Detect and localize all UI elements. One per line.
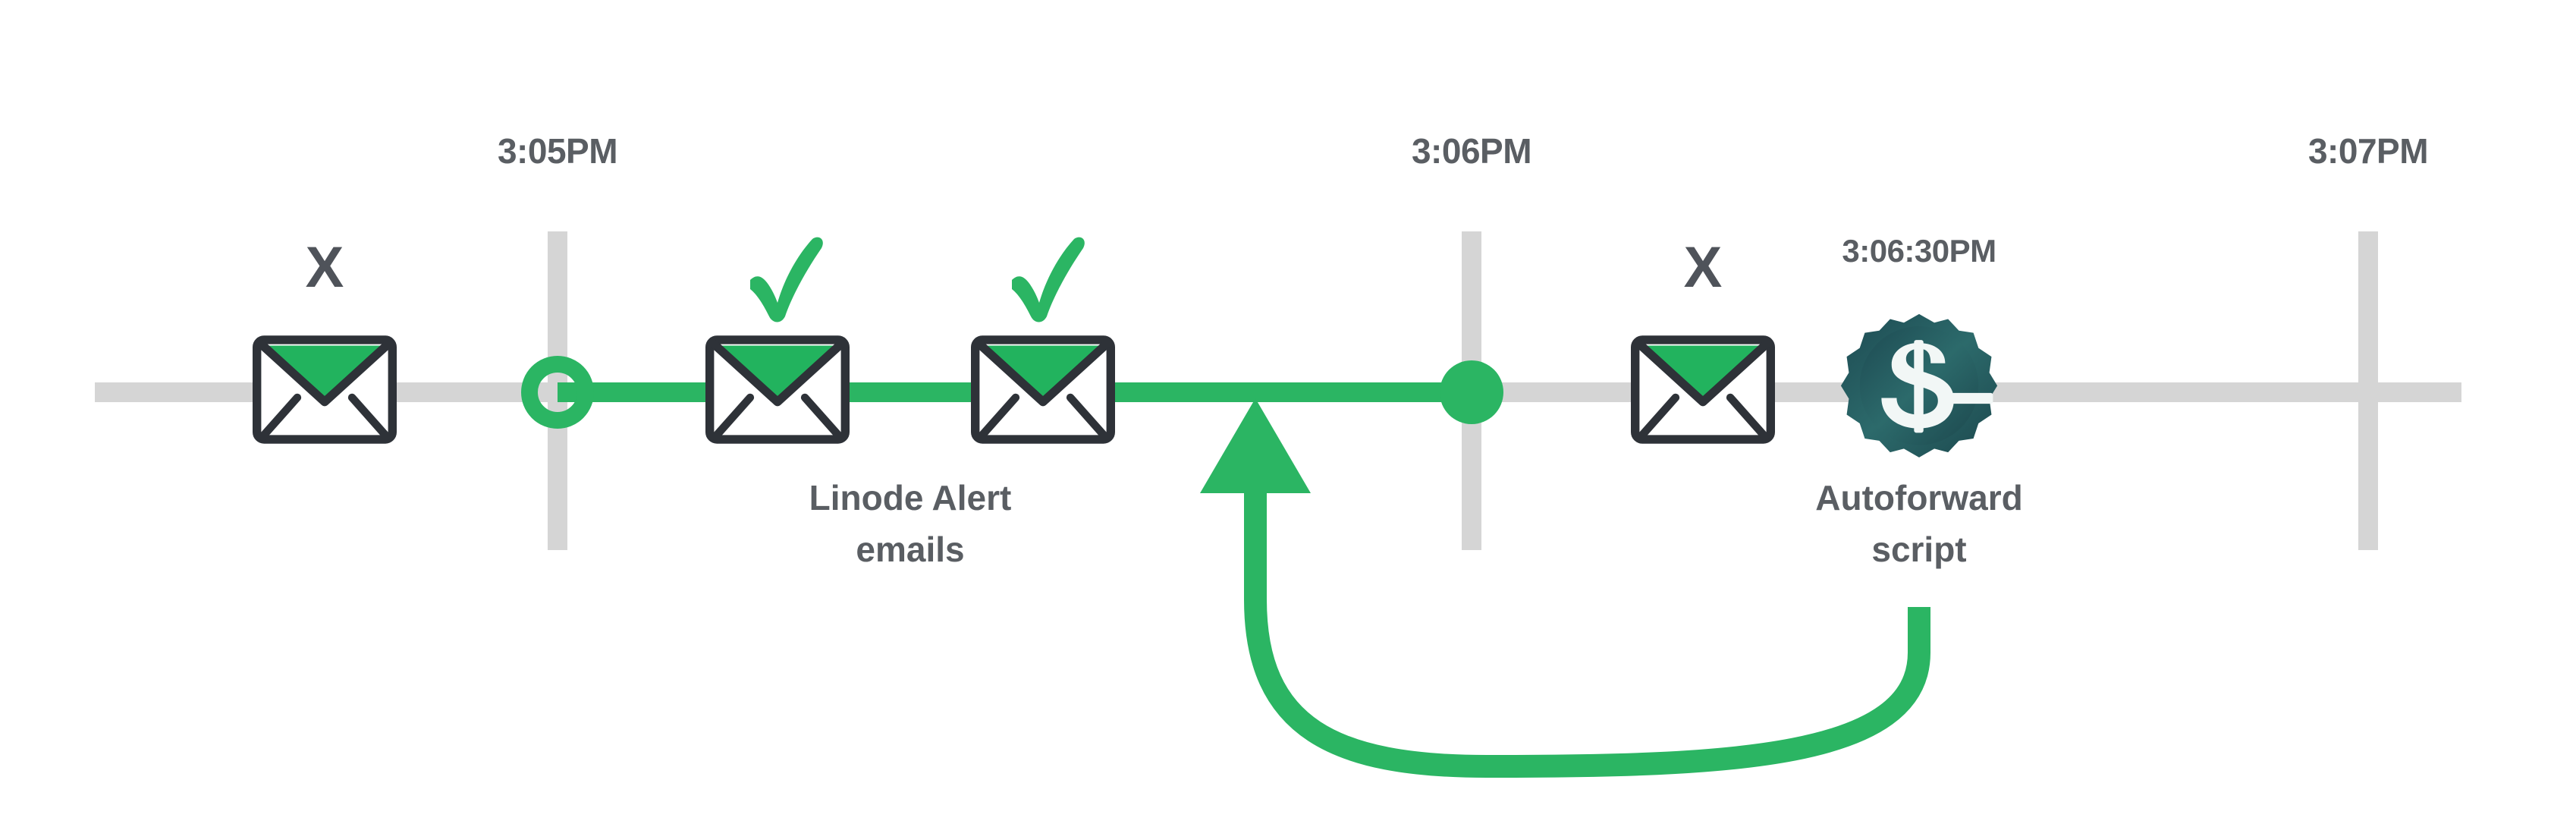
envelope-icon — [710, 340, 846, 439]
script-time-label: 3:06:30PM — [1842, 233, 1996, 269]
label-linode-alert-emails: Linode Alert emails — [809, 478, 1012, 569]
status-mark-envelope-1: X — [306, 235, 344, 300]
x-mark-icon: X — [306, 235, 344, 300]
check-mark-icon — [750, 237, 823, 322]
linode-alert-label-line2: emails — [856, 530, 964, 569]
feedback-arrow-path — [1244, 474, 1930, 778]
gear-script-node[interactable] — [1840, 313, 1998, 458]
time-label-305: 3:05PM — [498, 131, 617, 171]
dot-marker-circle — [1440, 360, 1503, 424]
time-label-307: 3:07PM — [2308, 131, 2428, 171]
label-autoforward-script: Autoforward script — [1815, 478, 2022, 569]
marker-dot-306 — [1440, 360, 1503, 424]
envelope-3[interactable] — [975, 340, 1111, 439]
feedback-arrow-head — [1200, 398, 1311, 493]
check-mark-icon — [1012, 237, 1085, 322]
envelope-icon — [975, 340, 1111, 439]
ring-marker-circle — [521, 356, 594, 429]
linode-alert-label-line1: Linode Alert — [809, 478, 1012, 517]
status-mark-envelope-3 — [1012, 237, 1085, 322]
autoforward-label-line1: Autoforward — [1815, 478, 2022, 517]
autoforward-label-line2: script — [1871, 530, 1966, 569]
envelope-2[interactable] — [710, 340, 846, 439]
marker-ring-305 — [521, 356, 594, 429]
envelope-icon — [257, 340, 393, 439]
envelope-icon — [1635, 340, 1771, 439]
autoforward-feedback-arrow — [1200, 398, 1930, 778]
envelope-4[interactable] — [1635, 340, 1771, 439]
status-mark-envelope-4: X — [1684, 235, 1723, 300]
time-label-306: 3:06PM — [1412, 131, 1531, 171]
envelope-1[interactable] — [257, 340, 393, 439]
tick-line-307 — [2358, 231, 2378, 550]
x-mark-icon: X — [1684, 235, 1723, 300]
gear-dollar-prompt-icon — [1840, 313, 1998, 458]
status-mark-envelope-2 — [750, 237, 823, 322]
